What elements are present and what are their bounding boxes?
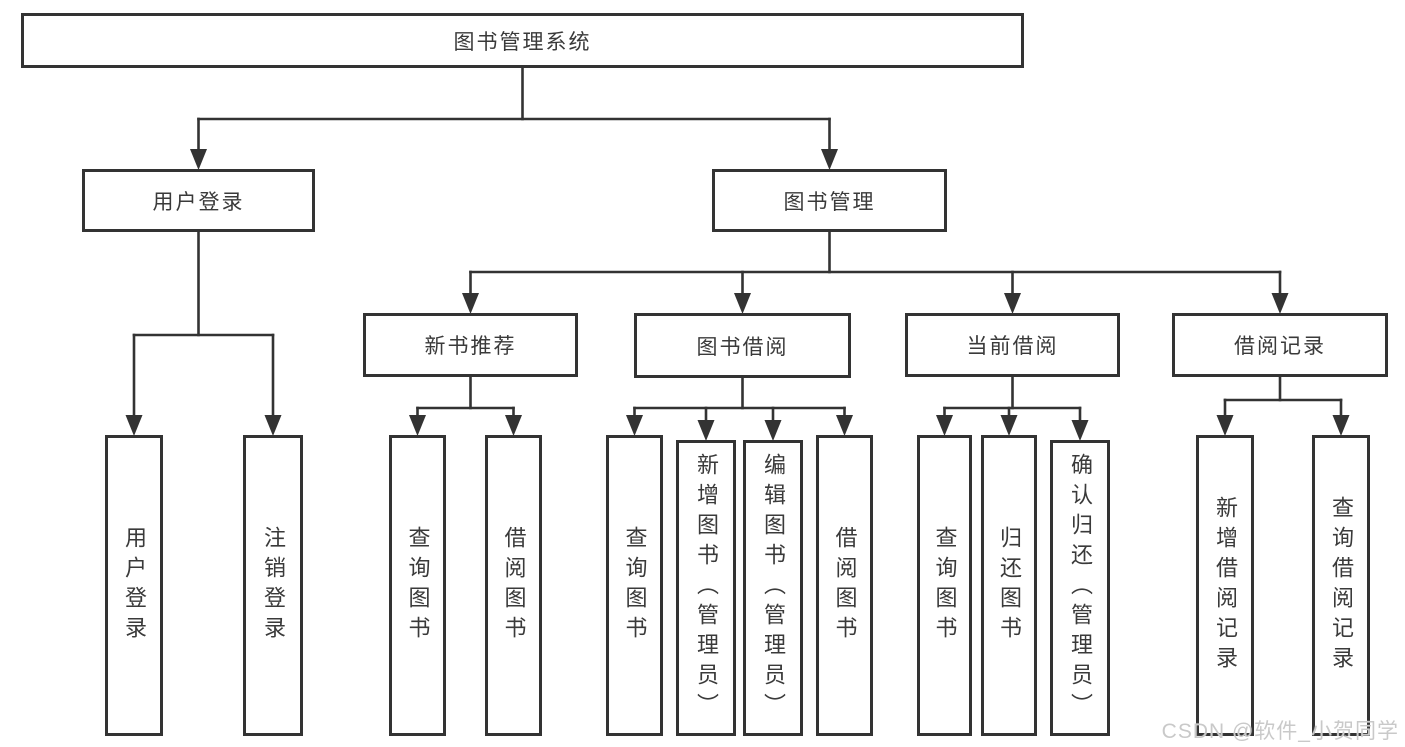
arrowhead-icon — [734, 293, 751, 314]
node-borrow: 图书借阅 — [634, 313, 851, 378]
arrowhead-icon — [697, 420, 715, 441]
node-a2: 注销登录 — [243, 435, 303, 736]
node-c4: 借阅图书 — [816, 435, 873, 736]
arrowhead-icon — [190, 149, 207, 170]
node-b2: 借阅图书 — [485, 435, 542, 736]
node-c2: 新增图书（管理员） — [676, 440, 736, 736]
node-mgmt: 图书管理 — [712, 169, 947, 232]
node-e1: 新增借阅记录 — [1196, 435, 1254, 736]
watermark-text: CSDN @软件_小贺同学 — [1161, 720, 1399, 743]
arrowhead-icon — [125, 415, 143, 436]
node-label-records: 借阅记录 — [1234, 335, 1326, 358]
arrowhead-icon — [821, 149, 838, 170]
arrowhead-icon — [1071, 420, 1089, 441]
node-login: 用户登录 — [82, 169, 315, 232]
node-label-d3: 确认归还（管理员） — [1068, 453, 1093, 723]
node-root: 图书管理系统 — [21, 13, 1024, 68]
node-label-rec: 新书推荐 — [424, 335, 517, 358]
arrowhead-icon — [1271, 293, 1289, 314]
node-d3: 确认归还（管理员） — [1050, 440, 1110, 736]
node-label-root: 图书管理系统 — [453, 30, 592, 54]
node-records: 借阅记录 — [1172, 313, 1388, 377]
node-label-c1: 查询图书 — [622, 525, 648, 646]
arrowhead-icon — [264, 415, 282, 436]
node-label-e2: 查询借阅记录 — [1329, 495, 1354, 676]
node-current: 当前借阅 — [905, 313, 1120, 377]
node-label-current: 当前借阅 — [966, 335, 1059, 358]
node-label-mgmt: 图书管理 — [783, 190, 876, 214]
arrowhead-icon — [626, 415, 643, 436]
node-label-e1: 新增借阅记录 — [1213, 495, 1238, 676]
node-a1: 用户登录 — [105, 435, 163, 736]
arrowhead-icon — [1332, 415, 1350, 436]
arrowhead-icon — [462, 293, 479, 314]
arrowhead-icon — [505, 415, 522, 436]
node-label-b1: 查询图书 — [405, 525, 431, 646]
arrowhead-icon — [764, 420, 782, 441]
arrowhead-icon — [1216, 415, 1234, 436]
node-label-c3: 编辑图书（管理员） — [761, 453, 786, 723]
node-label-a2: 注销登录 — [261, 525, 286, 646]
node-label-a1: 用户登录 — [122, 525, 147, 646]
node-e2: 查询借阅记录 — [1312, 435, 1370, 736]
node-label-c4: 借阅图书 — [832, 525, 858, 646]
arrowhead-icon — [936, 415, 953, 436]
node-label-b2: 借阅图书 — [501, 525, 527, 646]
arrowhead-icon — [836, 415, 853, 436]
node-label-borrow: 图书借阅 — [696, 335, 789, 359]
node-label-c2: 新增图书（管理员） — [694, 453, 719, 723]
node-c1: 查询图书 — [606, 435, 663, 736]
node-label-d2: 归还图书 — [997, 525, 1022, 646]
node-label-login: 用户登录 — [152, 190, 245, 214]
node-d1: 查询图书 — [917, 435, 972, 736]
node-b1: 查询图书 — [389, 435, 446, 736]
node-d2: 归还图书 — [981, 435, 1037, 736]
arrowhead-icon — [1004, 293, 1021, 314]
node-rec: 新书推荐 — [363, 313, 578, 377]
node-label-d1: 查询图书 — [932, 525, 958, 646]
node-c3: 编辑图书（管理员） — [743, 440, 803, 736]
arrowhead-icon — [409, 415, 426, 436]
arrowhead-icon — [1000, 415, 1018, 436]
